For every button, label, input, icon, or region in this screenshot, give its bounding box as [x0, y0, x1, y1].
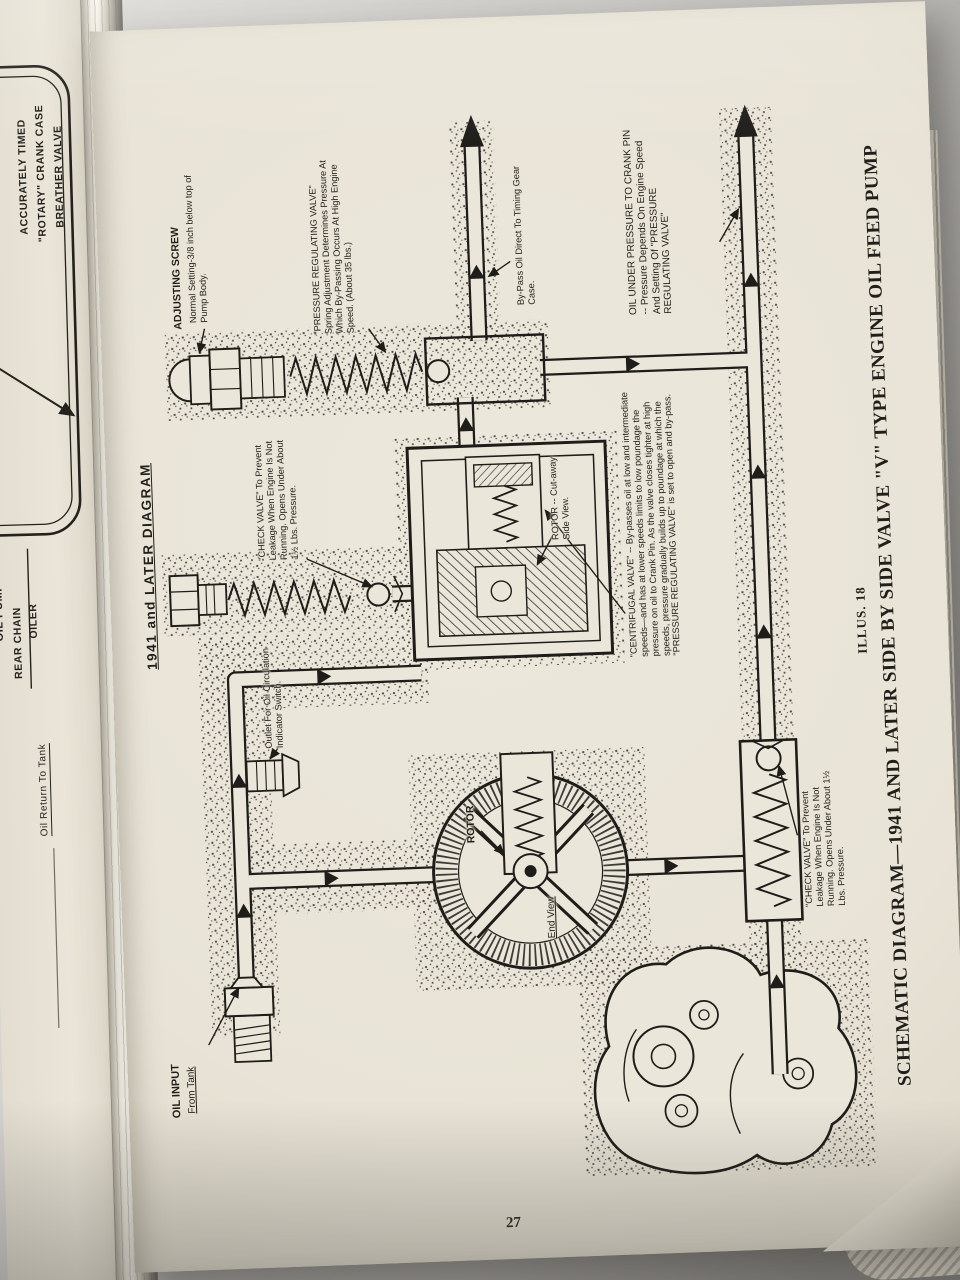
pump-casting: [593, 946, 858, 1175]
pressure-regulating-valve-assembly: [168, 333, 547, 411]
check-valve-bottom-assembly: [738, 737, 804, 923]
pressure-regulating-valve-label: "PRESSURE REGULATING VALVE" Spring Adjus…: [307, 159, 356, 335]
rear-chain-oiler-label-line1: REAR CHAIN: [11, 606, 26, 680]
rotor-cutaway-label: ROTOR -- Cut-away Side View.: [547, 456, 572, 541]
crankpin-exit-arrow: [733, 104, 758, 138]
schematic-artwork: [160, 104, 878, 1178]
bypass-exit-arrow: [460, 114, 484, 148]
check-valve-top-label: "CHECK VALVE" To Prevent Leakage When En…: [252, 439, 300, 561]
manual-page: OIL INPUT From Tank 1941 and LATER DIAGR…: [89, 1, 960, 1273]
previous-page: ACCURATELY TIMED "ROTARY" CRANK CASE BRE…: [0, 0, 137, 1280]
oil-tank-outline-art: [0, 65, 82, 1029]
rotor-end-label: ROTOR: [464, 805, 478, 844]
oil-return-label: Oil Return To Tank: [36, 743, 53, 837]
rear-chain-oiler-label-line2: OILER: [26, 603, 40, 639]
indicator-switch-boss: [245, 752, 301, 798]
check-valve-top-assembly: [168, 574, 404, 628]
oil-under-pressure-label: OIL UNDER PRESSURE TO CRANK PIN -- Press…: [621, 129, 675, 316]
label-leaders: [196, 207, 799, 1046]
outlet-switch-label: Outlet For Oil Circulation Indicator Swi…: [260, 647, 285, 749]
page-number: 27: [505, 1214, 522, 1232]
rotor-cutaway-block: [405, 439, 615, 662]
centrifugal-valve-label: "CENTRIFUGAL VALVE" -- By-passes oil at …: [619, 391, 683, 658]
schematic-diagram: OIL INPUT From Tank 1941 and LATER DIAGR…: [121, 42, 942, 1215]
rotor-end-view: [432, 751, 630, 970]
end-view-label: End View: [545, 896, 559, 939]
check-valve-bottom-label: "CHECK VALVE" To Prevent Leakage When En…: [799, 770, 847, 908]
